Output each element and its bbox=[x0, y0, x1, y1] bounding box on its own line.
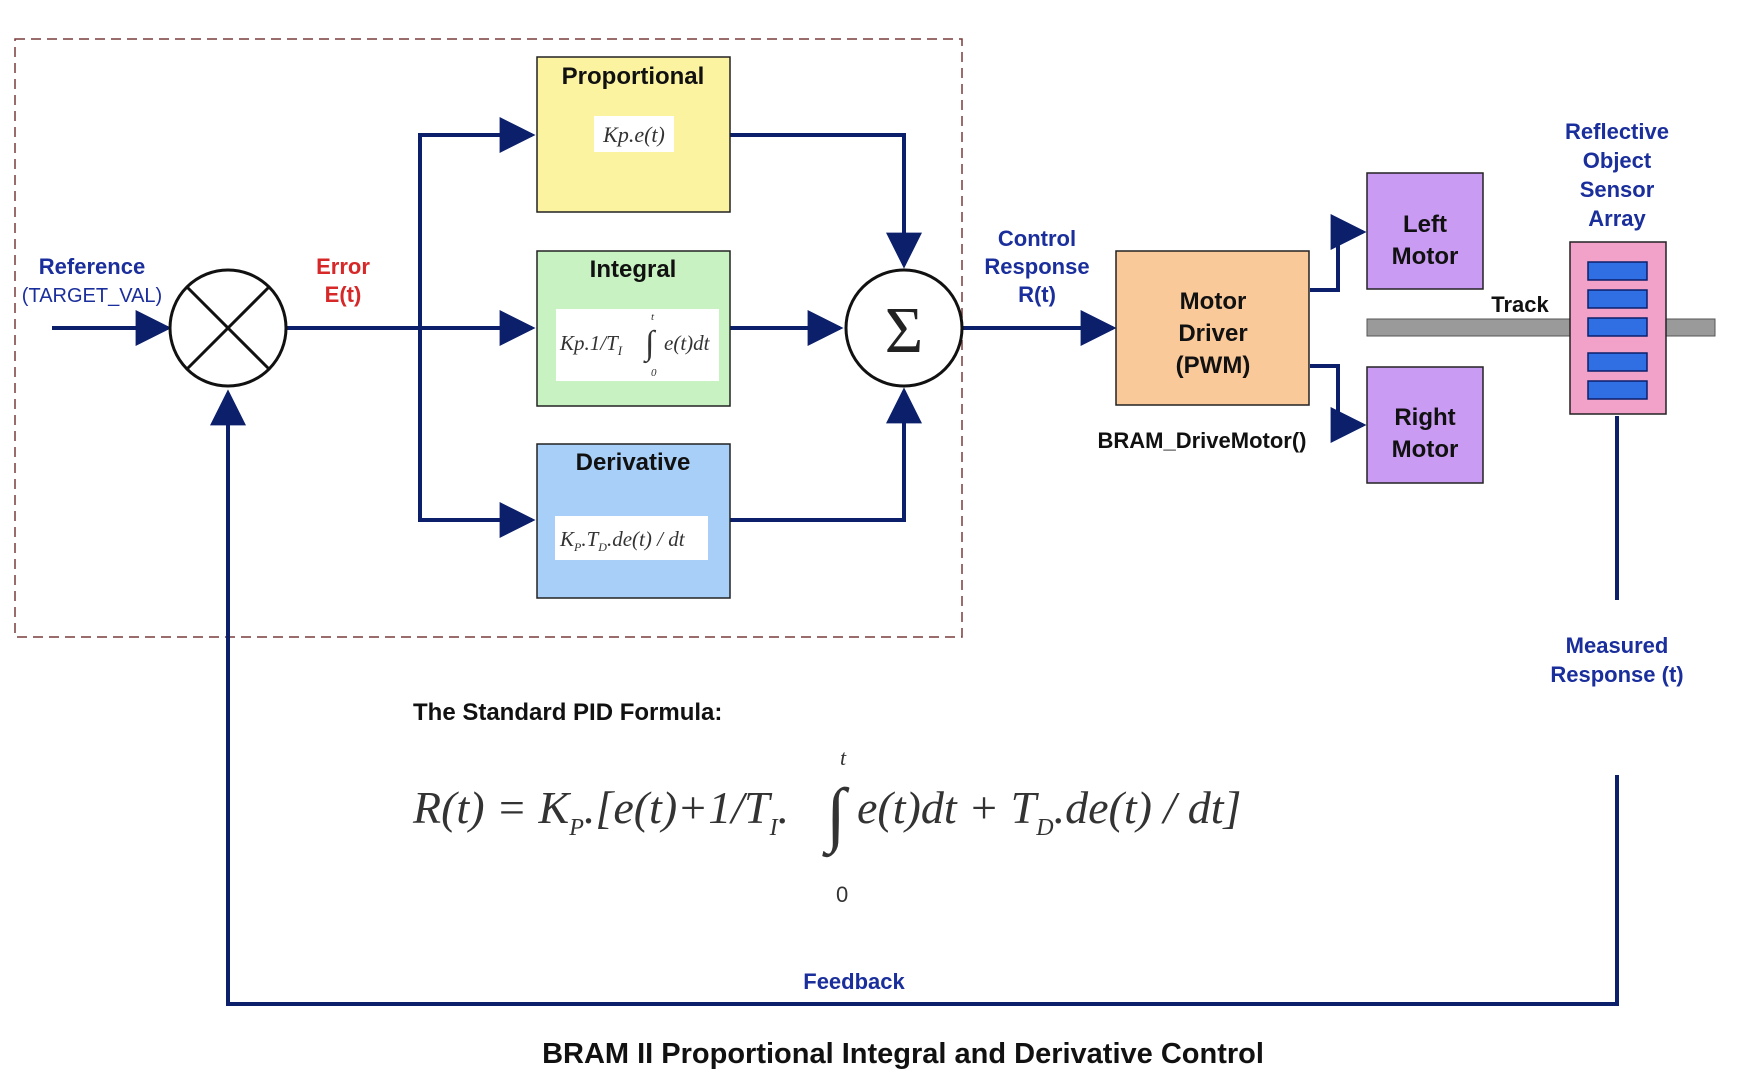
integral-tail: e(t)dt bbox=[664, 331, 711, 355]
integral-formula: Kp.1/T bbox=[559, 331, 619, 355]
integral-sign: ∫ bbox=[643, 325, 657, 364]
target-label: (TARGET_VAL) bbox=[22, 285, 162, 307]
derivative-block: Derivative KP.TD.de(t) / dt bbox=[536, 443, 731, 599]
formula-int-lower: 0 bbox=[836, 882, 848, 907]
diagram-caption: BRAM II Proportional Integral and Deriva… bbox=[542, 1038, 1264, 1070]
branch-derivative bbox=[418, 328, 536, 538]
motor-driver-block: Motor Driver (PWM) bbox=[1115, 250, 1310, 406]
error-label: Error bbox=[316, 254, 370, 279]
sensor-label-4: Array bbox=[1588, 206, 1646, 231]
control-label: Control bbox=[998, 226, 1076, 251]
proportional-block: Proportional Kp.e(t) bbox=[536, 56, 731, 213]
svg-text:Left: Left bbox=[1403, 211, 1447, 238]
track-label: Track bbox=[1491, 292, 1549, 317]
right-motor-block: Right Motor bbox=[1366, 366, 1484, 484]
response-symbol: R(t) bbox=[1018, 282, 1056, 307]
sensor-label-1: Reflective bbox=[1565, 119, 1669, 144]
connectors bbox=[52, 117, 1619, 1006]
sum-symbol: Σ bbox=[885, 294, 923, 367]
summation: Σ bbox=[844, 268, 964, 388]
integral-upper: t bbox=[651, 311, 655, 323]
pid-formula-right: e(t)dt + TD.de(t) / dt] bbox=[857, 782, 1241, 841]
sensor-array bbox=[1569, 241, 1667, 415]
svg-text:Driver: Driver bbox=[1178, 320, 1247, 347]
sensor-label-2: Object bbox=[1583, 148, 1652, 173]
deriv-to-sum bbox=[730, 387, 922, 522]
formula-int-upper: t bbox=[840, 745, 847, 770]
derivative-title: Derivative bbox=[576, 449, 691, 476]
integral-title: Integral bbox=[590, 256, 677, 283]
drive-motor-function: BRAM_DriveMotor() bbox=[1098, 428, 1307, 453]
feedback-label: Feedback bbox=[803, 969, 905, 994]
integral-lower: 0 bbox=[651, 367, 657, 379]
driver-to-right bbox=[1310, 364, 1367, 443]
pid-formula-left: R(t) = KP.[e(t)+1/TI. bbox=[412, 782, 789, 841]
comparator bbox=[168, 268, 288, 388]
svg-text:Right: Right bbox=[1394, 404, 1455, 431]
svg-text:Motor: Motor bbox=[1392, 243, 1459, 270]
measured-label: Measured bbox=[1566, 633, 1669, 658]
error-symbol: E(t) bbox=[325, 282, 362, 307]
svg-text:Motor: Motor bbox=[1180, 288, 1247, 315]
sensor-label-3: Sensor bbox=[1580, 177, 1655, 202]
reference-label: Reference bbox=[39, 254, 145, 279]
formula-heading: The Standard PID Formula: bbox=[413, 699, 722, 726]
prop-to-sum bbox=[730, 133, 922, 269]
derivative-formula: KP.TD.de(t) / dt bbox=[559, 527, 686, 554]
proportional-formula: Kp.e(t) bbox=[602, 122, 665, 147]
left-motor-block: Left Motor bbox=[1366, 172, 1484, 290]
svg-text:Kp.1/TI: Kp.1/TI bbox=[559, 331, 623, 358]
controller-boundary bbox=[14, 38, 963, 638]
feedback-line bbox=[210, 389, 1619, 1006]
response-label: Response bbox=[984, 254, 1089, 279]
measured-symbol: Response (t) bbox=[1550, 662, 1683, 687]
driver-to-left bbox=[1310, 214, 1367, 292]
integral-block: Integral Kp.1/TI ∫ t 0 e(t)dt bbox=[536, 250, 731, 407]
svg-text:(PWM): (PWM) bbox=[1176, 352, 1251, 379]
svg-text:Motor: Motor bbox=[1392, 436, 1459, 463]
proportional-title: Proportional bbox=[562, 63, 705, 90]
formula-integral-sign: ∫ bbox=[822, 774, 850, 858]
